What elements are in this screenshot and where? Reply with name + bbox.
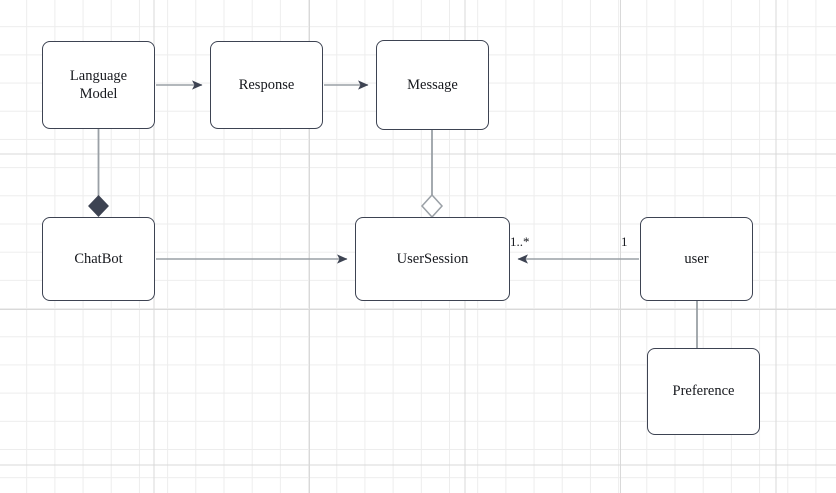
node-label-chatbot: ChatBot [74,250,123,267]
node-label-message: Message [407,76,458,93]
node-label-language-model: Language Model [69,67,128,102]
node-user-session[interactable]: UserSession [355,217,510,301]
node-message[interactable]: Message [376,40,489,130]
node-label-preference: Preference [672,383,735,400]
node-preference[interactable]: Preference [647,348,760,435]
node-user[interactable]: user [640,217,753,301]
node-language-model[interactable]: Language Model [42,41,155,129]
node-label-user: user [684,250,709,267]
composition-diamond-icon [88,194,109,218]
node-label-user-session: UserSession [396,250,469,267]
multiplicity-label-target: 1..* [510,234,530,249]
node-response[interactable]: Response [210,41,323,129]
aggregation-diamond-icon [420,193,444,219]
multiplicity-label-source: 1 [621,234,628,249]
edge-language-model-to-chatbot [88,129,109,218]
edge-message-to-user-session [420,130,444,219]
node-chatbot[interactable]: ChatBot [42,217,155,301]
node-label-response: Response [238,76,295,93]
